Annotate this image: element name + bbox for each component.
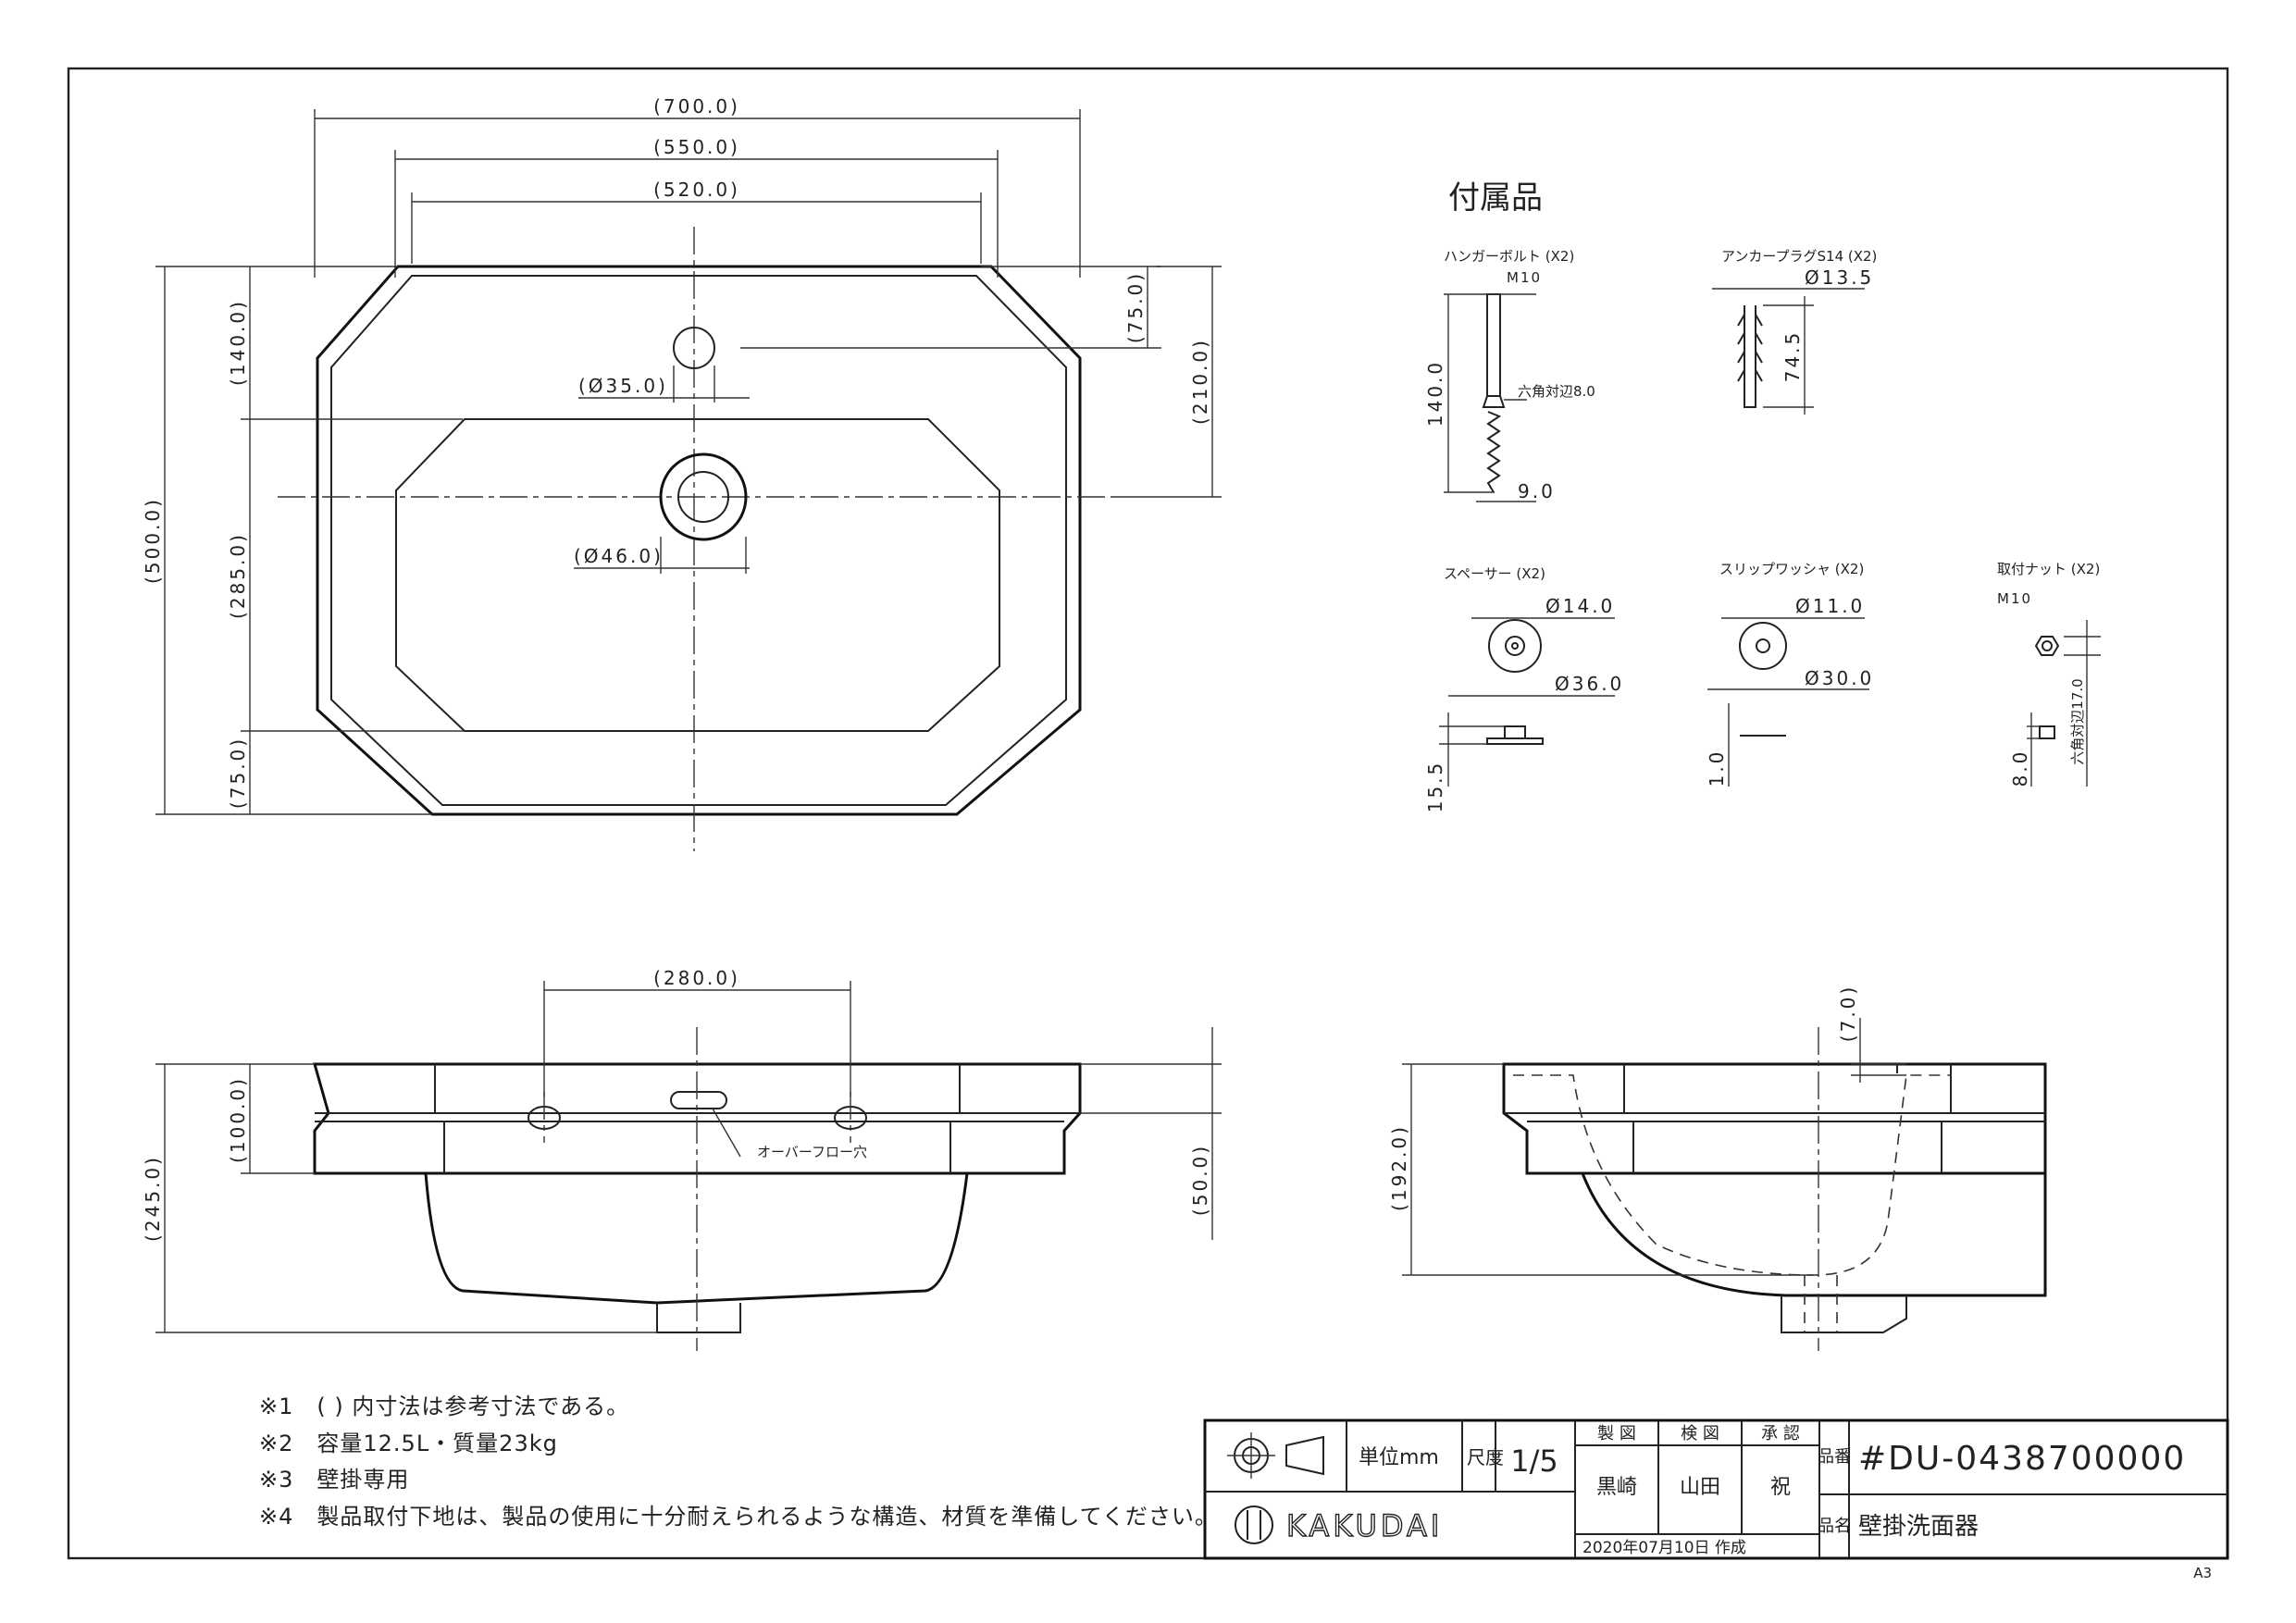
accessories-title: 付属品 <box>1448 180 1543 217</box>
nut-hex: 六角対辺17.0 <box>2069 678 2086 764</box>
dim-140: (140.0) <box>227 299 249 386</box>
dim-550: (550.0) <box>653 136 740 158</box>
hanger-bolt-dia: 9.0 <box>1518 480 1556 502</box>
role-approved: 承 認 <box>1761 1424 1800 1443</box>
spacer-outer-dia: Ø36.0 <box>1555 673 1624 695</box>
name-approved: 祝 <box>1770 1476 1791 1499</box>
name-checked: 山田 <box>1680 1476 1720 1499</box>
kakudai-logo: KAKUDAI <box>1235 1505 1443 1544</box>
dim-700: (700.0) <box>653 95 740 118</box>
title-block: 単位mm 尺度 1/5 製 図 検 図 承 認 黒崎 山田 祝 2020年07月… <box>1203 1419 2229 1560</box>
product-name-label: 品名 <box>1818 1517 1851 1536</box>
dim-210: (210.0) <box>1189 338 1211 425</box>
anchor-plug-dia: Ø13.5 <box>1805 266 1874 289</box>
dim-520: (520.0) <box>653 179 740 201</box>
dim-75-left: (75.0) <box>227 737 249 809</box>
scale-value: 1/5 <box>1510 1443 1558 1479</box>
note-3: ※3 壁掛専用 <box>259 1467 409 1493</box>
dim-280: (280.0) <box>653 967 740 989</box>
role-drafted: 製 図 <box>1597 1424 1636 1443</box>
washer-thickness: 1.0 <box>1706 750 1728 787</box>
nut-height: 8.0 <box>2009 750 2031 787</box>
scale-label: 尺度 <box>1467 1446 1504 1468</box>
role-checked: 検 図 <box>1681 1424 1719 1443</box>
sheet-size-label: A3 <box>2193 1565 2212 1581</box>
front-view: オーバーフロー穴 (280.0) (100.0) (245.0) (50.0) <box>142 967 1222 1351</box>
dim-245: (245.0) <box>142 1155 164 1242</box>
company-name: KAKUDAI <box>1286 1508 1443 1543</box>
note-4: ※4 製品取付下地は、製品の使用に十分耐えられるような構造、材質を準備してくださ… <box>259 1504 1218 1530</box>
hanger-bolt-length: 140.0 <box>1424 360 1446 427</box>
dim-50: (50.0) <box>1189 1144 1211 1216</box>
anchor-plug-length: 74.5 <box>1781 330 1804 383</box>
dim-7: (7.0) <box>1837 985 1859 1042</box>
washer-inner-dia: Ø11.0 <box>1795 595 1865 617</box>
spacer-inner-dia: Ø14.0 <box>1545 595 1615 617</box>
side-view: (192.0) (7.0) <box>1388 985 2047 1351</box>
washer-outer-dia: Ø30.0 <box>1805 667 1874 689</box>
dim-75-right: (75.0) <box>1124 271 1147 343</box>
sheet-border <box>67 67 2229 1560</box>
notes: ※1 ( ) 内寸法は参考寸法である。 ※2 容量12.5L・質量23kg ※3… <box>259 1394 1218 1530</box>
hanger-bolt-hex: 六角対辺8.0 <box>1518 383 1595 400</box>
unit-label: 単位mm <box>1359 1446 1439 1469</box>
part-number: #DU-0438700000 <box>1858 1440 2186 1478</box>
dim-100: (100.0) <box>227 1076 249 1163</box>
note-1: ※1 ( ) 内寸法は参考寸法である。 <box>259 1394 629 1419</box>
spacer-label: スペーサー (X2) <box>1444 565 1545 582</box>
dim-285: (285.0) <box>227 532 249 619</box>
dim-192: (192.0) <box>1388 1124 1410 1211</box>
accessories: 付属品 ハンガーボルト (X2) M10 140.0 六角対辺8.0 9.0 ア… <box>1424 180 2101 812</box>
hanger-bolt-thread: M10 <box>1507 269 1542 286</box>
note-2: ※2 容量12.5L・質量23kg <box>259 1431 558 1456</box>
anchor-plug-label: アンカープラグS14 (X2) <box>1721 248 1877 265</box>
name-drafted: 黒崎 <box>1596 1476 1637 1499</box>
spacer-height: 15.5 <box>1424 761 1446 813</box>
dim-hole-35: (Ø35.0) <box>578 375 668 397</box>
hanger-bolt-label: ハンガーボルト (X2) <box>1444 248 1574 265</box>
top-view: (700.0) (550.0) (520.0) (75.0) (210.0) (… <box>142 95 1222 851</box>
washer-label: スリップワッシャ (X2) <box>1719 561 1864 577</box>
overflow-hole-label: オーバーフロー穴 <box>757 1144 867 1160</box>
dim-500: (500.0) <box>142 497 164 584</box>
part-no-label: 品番 <box>1818 1447 1851 1467</box>
projection-symbol-icon <box>1227 1432 1324 1479</box>
nut-label: 取付ナット (X2) <box>1997 561 2100 577</box>
date-created: 2020年07月10日 作成 <box>1582 1539 1746 1557</box>
dim-drain-46: (Ø46.0) <box>574 545 664 567</box>
nut-thread: M10 <box>1997 590 2032 607</box>
product-name: 壁掛洗面器 <box>1858 1513 1979 1541</box>
